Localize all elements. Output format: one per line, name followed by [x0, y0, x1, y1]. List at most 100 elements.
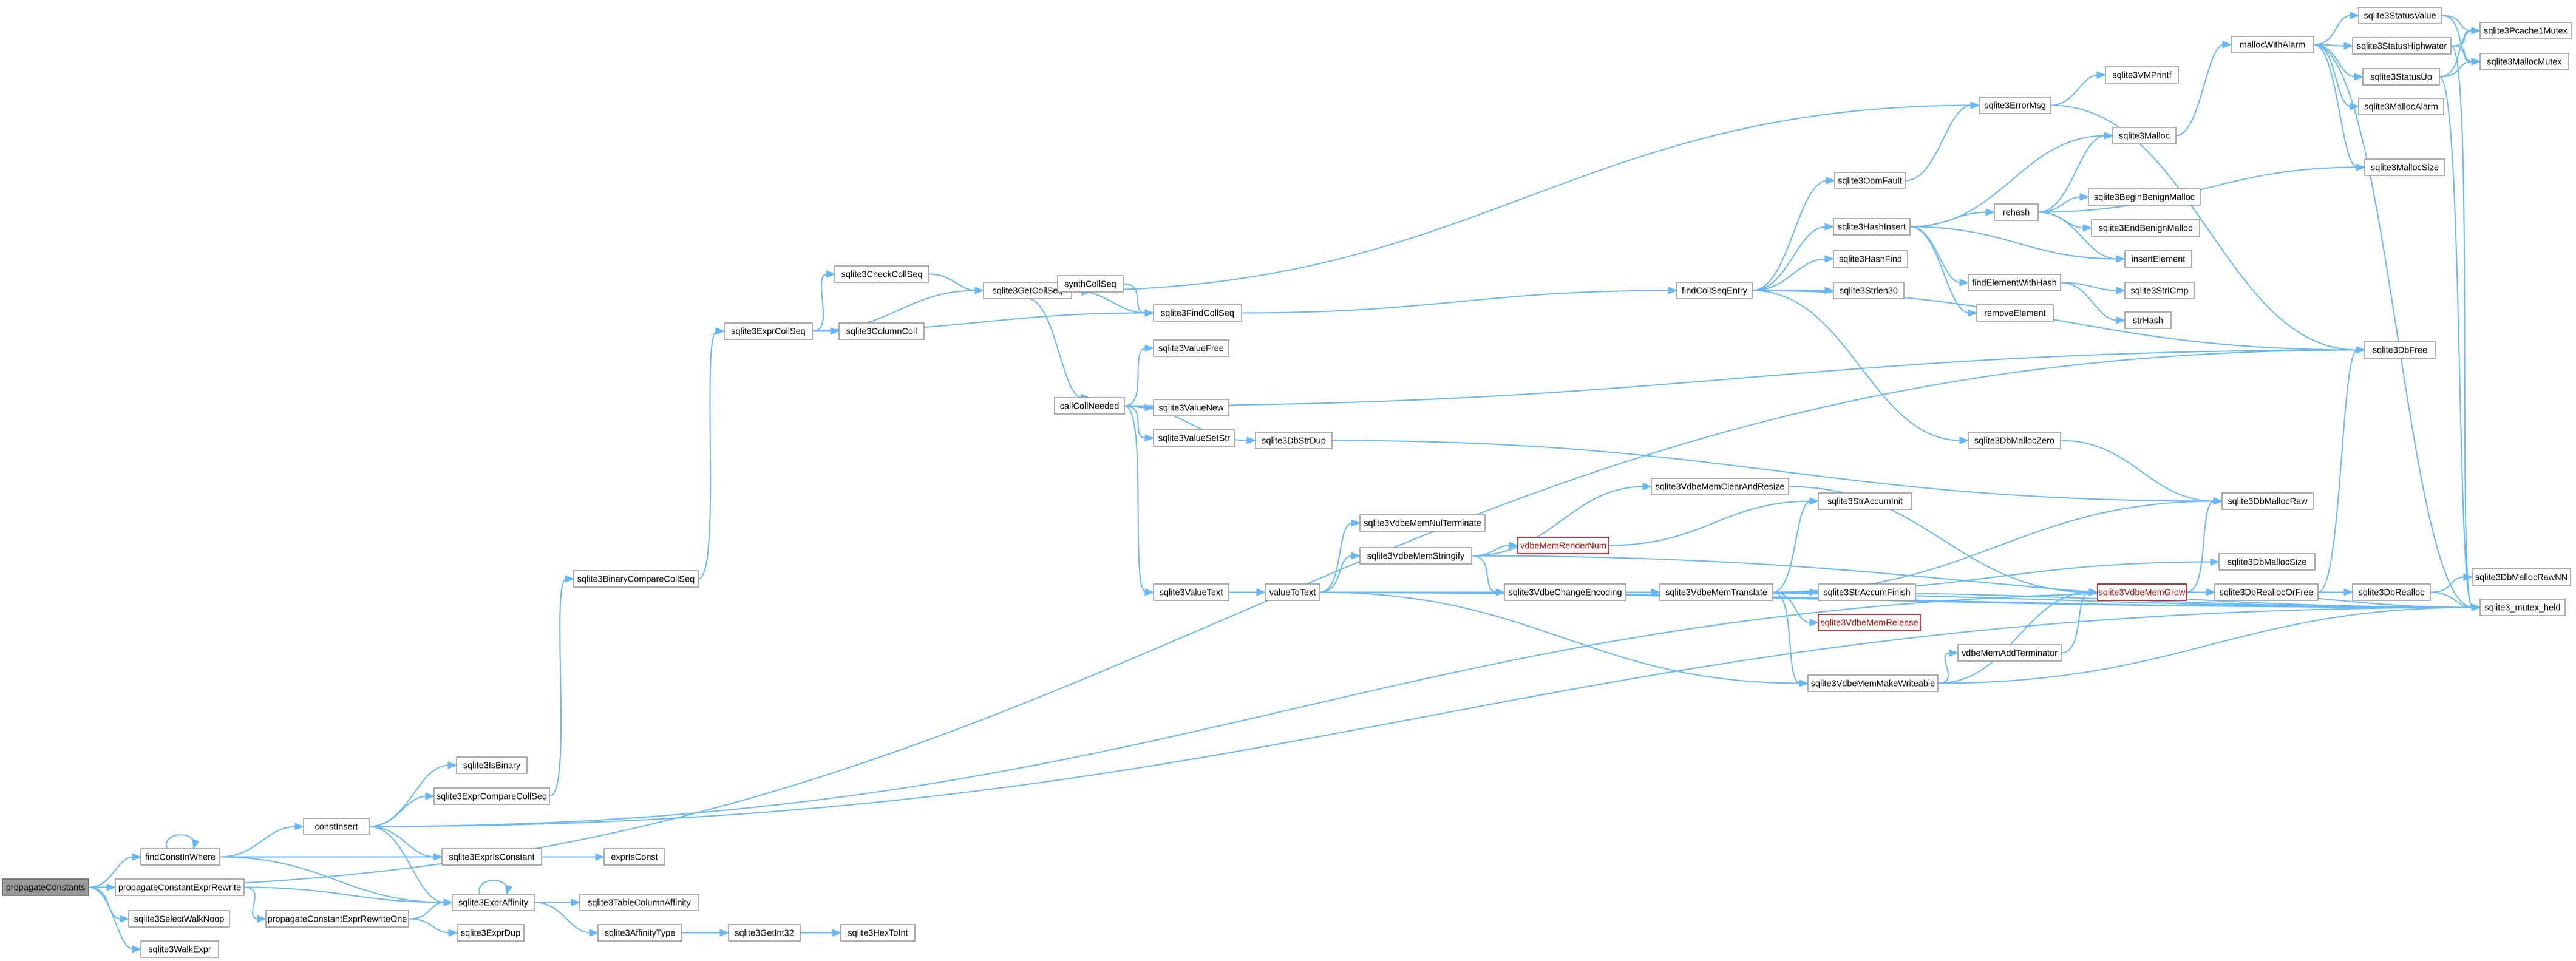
graph-node-propagateConstants[interactable]: propagateConstants [2, 878, 89, 896]
graph-node-findConstInWhere[interactable]: findConstInWhere [140, 848, 220, 866]
graph-node-sqlite3_mutex_held[interactable]: sqlite3_mutex_held [2479, 599, 2566, 616]
graph-node-vdbeMemAddTerminator[interactable]: vdbeMemAddTerminator [1957, 644, 2062, 662]
graph-node-sqlite3DbStrDup[interactable]: sqlite3DbStrDup [1255, 432, 1333, 449]
graph-node-sqlite3ValueFree[interactable]: sqlite3ValueFree [1153, 339, 1229, 357]
call-edge [812, 270, 836, 332]
graph-node-sqlite3Malloc[interactable]: sqlite3Malloc [2112, 127, 2177, 144]
graph-node-propagateConstantExprRewriteOne[interactable]: propagateConstantExprRewriteOne [265, 910, 409, 928]
graph-node-sqlite3IsBinary[interactable]: sqlite3IsBinary [456, 756, 528, 774]
graph-node-sqlite3VdbeChangeEncoding[interactable]: sqlite3VdbeChangeEncoding [1504, 583, 1626, 601]
call-edge-arrowhead [2116, 287, 2126, 294]
graph-node-valueToText[interactable]: valueToText [1265, 583, 1320, 601]
call-edge-line [88, 856, 134, 888]
graph-node-synthCollSeq[interactable]: synthCollSeq [1057, 275, 1124, 293]
graph-node-sqlite3DbMallocRaw[interactable]: sqlite3DbMallocRaw [2221, 492, 2314, 510]
graph-node-label: sqlite3OomFault [1838, 177, 1902, 186]
graph-node-sqlite3ExprDup[interactable]: sqlite3ExprDup [457, 924, 525, 942]
graph-node-sqlite3StatusHighwater[interactable]: sqlite3StatusHighwater [2352, 37, 2452, 55]
graph-node-insertElement[interactable]: insertElement [2124, 250, 2192, 268]
graph-node-sqlite3SelectWalkNoop[interactable]: sqlite3SelectWalkNoop [128, 910, 230, 928]
graph-node-findElementWithHash[interactable]: findElementWithHash [1968, 274, 2061, 291]
graph-node-findCollSeqEntry[interactable]: findCollSeqEntry [1676, 282, 1753, 299]
graph-node-sqlite3VMPrintf[interactable]: sqlite3VMPrintf [2105, 66, 2179, 84]
graph-node-sqlite3BeginBenignMalloc[interactable]: sqlite3BeginBenignMalloc [2088, 188, 2201, 206]
graph-node-label: sqlite3IsBinary [463, 761, 521, 771]
graph-node-sqlite3CheckCollSeq[interactable]: sqlite3CheckCollSeq [834, 265, 929, 283]
graph-node-label: valueToText [1269, 588, 1316, 598]
graph-node-sqlite3OomFault[interactable]: sqlite3OomFault [1834, 172, 1906, 189]
graph-node-box [1676, 282, 1753, 299]
call-edge [2313, 42, 2354, 50]
graph-node-mallocWithAlarm[interactable]: mallocWithAlarm [2231, 36, 2314, 53]
graph-node-sqlite3DbRealloc[interactable]: sqlite3DbRealloc [2352, 583, 2431, 601]
graph-node-sqlite3MallocMutex[interactable]: sqlite3MallocMutex [2479, 53, 2569, 70]
graph-node-sqlite3StatusValue[interactable]: sqlite3StatusValue [2358, 7, 2442, 24]
graph-node-sqlite3HashFind[interactable]: sqlite3HashFind [1833, 250, 1908, 268]
graph-node-sqlite3VdbeMemGrow[interactable]: sqlite3VdbeMemGrow [2097, 583, 2187, 601]
graph-node-sqlite3Strlen30[interactable]: sqlite3Strlen30 [1833, 282, 1905, 299]
call-edge-arrowhead [2356, 346, 2366, 354]
graph-node-sqlite3VdbeMemNulTerminate[interactable]: sqlite3VdbeMemNulTerminate [1359, 514, 1486, 532]
graph-node-sqlite3HashInsert[interactable]: sqlite3HashInsert [1833, 218, 1911, 236]
graph-node-sqlite3MallocSize[interactable]: sqlite3MallocSize [2364, 158, 2445, 176]
call-edge-line [812, 273, 828, 332]
graph-node-sqlite3DbMallocZero[interactable]: sqlite3DbMallocZero [1968, 432, 2061, 449]
graph-node-box [1651, 478, 1789, 495]
graph-node-exprIsConst[interactable]: exprIsConst [603, 848, 665, 866]
call-edge [2430, 573, 2473, 593]
graph-node-vdbeMemRenderNum[interactable]: vdbeMemRenderNum [1517, 537, 1609, 554]
graph-node-sqlite3BinaryCompareCollSeq[interactable]: sqlite3BinaryCompareCollSeq [573, 570, 699, 588]
call-edge-line [1319, 591, 1801, 684]
graph-node-sqlite3VdbeMemClearAndResize[interactable]: sqlite3VdbeMemClearAndResize [1651, 478, 1789, 495]
graph-node-sqlite3ValueSetStr[interactable]: sqlite3ValueSetStr [1153, 429, 1235, 447]
graph-node-sqlite3DbReallocOrFree[interactable]: sqlite3DbReallocOrFree [2214, 583, 2319, 601]
call-edge [2186, 497, 2223, 593]
graph-node-sqlite3ErrorMsg[interactable]: sqlite3ErrorMsg [1979, 97, 2051, 114]
call-edge [2060, 282, 2126, 324]
graph-node-sqlite3ValueNew[interactable]: sqlite3ValueNew [1153, 399, 1229, 416]
graph-node-sqlite3TableColumnAffinity[interactable]: sqlite3TableColumnAffinity [579, 894, 699, 911]
graph-node-sqlite3WalkExpr[interactable]: sqlite3WalkExpr [140, 940, 219, 958]
graph-node-sqlite3ColumnColl[interactable]: sqlite3ColumnColl [838, 322, 925, 340]
graph-node-callCollNeeded[interactable]: callCollNeeded [1054, 397, 1125, 415]
call-edge-arrowhead [1144, 588, 1155, 596]
graph-node-sqlite3VdbeMemStringify[interactable]: sqlite3VdbeMemStringify [1359, 547, 1472, 565]
graph-node-sqlite3ExprAffinity[interactable]: sqlite3ExprAffinity [452, 894, 535, 911]
call-edge-arrowhead [1824, 255, 1835, 263]
graph-node-removeElement[interactable]: removeElement [1976, 304, 2054, 322]
graph-node-sqlite3AffinityType[interactable]: sqlite3AffinityType [597, 924, 682, 942]
graph-node-sqlite3Pcache1Mutex[interactable]: sqlite3Pcache1Mutex [2479, 22, 2572, 39]
graph-node-constInsert[interactable]: constInsert [303, 818, 370, 835]
graph-node-strHash[interactable]: strHash [2124, 311, 2172, 329]
graph-node-sqlite3VdbeMemTranslate[interactable]: sqlite3VdbeMemTranslate [1659, 583, 1773, 601]
call-edge-line [2050, 74, 2099, 106]
graph-node-sqlite3GetInt32[interactable]: sqlite3GetInt32 [728, 924, 801, 942]
call-edge [1752, 290, 1969, 444]
graph-node-sqlite3HexToInt[interactable]: sqlite3HexToInt [840, 924, 916, 942]
graph-node-propagateConstantExprRewrite[interactable]: propagateConstantExprRewrite [115, 878, 245, 896]
graph-node-sqlite3FindCollSeq[interactable]: sqlite3FindCollSeq [1153, 304, 1242, 322]
graph-node-sqlite3StrAccumInit[interactable]: sqlite3StrAccumInit [1818, 492, 1912, 510]
graph-node-sqlite3DbFree[interactable]: sqlite3DbFree [2364, 341, 2436, 359]
graph-node-label: propagateConstants [6, 883, 86, 893]
graph-node-sqlite3ExprIsConstant[interactable]: sqlite3ExprIsConstant [441, 848, 542, 866]
graph-node-sqlite3VdbeMemMakeWriteable[interactable]: sqlite3VdbeMemMakeWriteable [1807, 674, 1939, 692]
call-edge [2060, 440, 2223, 505]
graph-node-sqlite3ExprCollSeq[interactable]: sqlite3ExprCollSeq [724, 322, 813, 340]
graph-node-rehash[interactable]: rehash [1994, 203, 2039, 221]
graph-node-box [433, 787, 550, 805]
graph-node-sqlite3EndBenignMalloc[interactable]: sqlite3EndBenignMalloc [2091, 219, 2200, 237]
graph-node-sqlite3StrICmp[interactable]: sqlite3StrICmp [2124, 282, 2195, 299]
graph-node-sqlite3GetCollSeq[interactable]: sqlite3GetCollSeq [983, 282, 1072, 299]
graph-node-sqlite3DbMallocRawNN[interactable]: sqlite3DbMallocRawNN [2472, 568, 2571, 586]
graph-node-sqlite3StatusUp[interactable]: sqlite3StatusUp [2362, 68, 2440, 86]
graph-node-sqlite3StrAccumFinish[interactable]: sqlite3StrAccumFinish [1818, 583, 1916, 601]
graph-node-box [834, 265, 929, 283]
graph-node-box [1054, 397, 1125, 415]
graph-node-sqlite3VdbeMemRelease[interactable]: sqlite3VdbeMemRelease [1818, 614, 1921, 631]
call-edge-line [2450, 45, 2473, 63]
graph-node-sqlite3ExprCompareCollSeq[interactable]: sqlite3ExprCompareCollSeq [433, 787, 550, 805]
graph-node-sqlite3DbMallocSize[interactable]: sqlite3DbMallocSize [2218, 553, 2316, 571]
graph-node-sqlite3ValueText[interactable]: sqlite3ValueText [1153, 583, 1229, 601]
graph-node-sqlite3MallocAlarm[interactable]: sqlite3MallocAlarm [2358, 98, 2444, 115]
